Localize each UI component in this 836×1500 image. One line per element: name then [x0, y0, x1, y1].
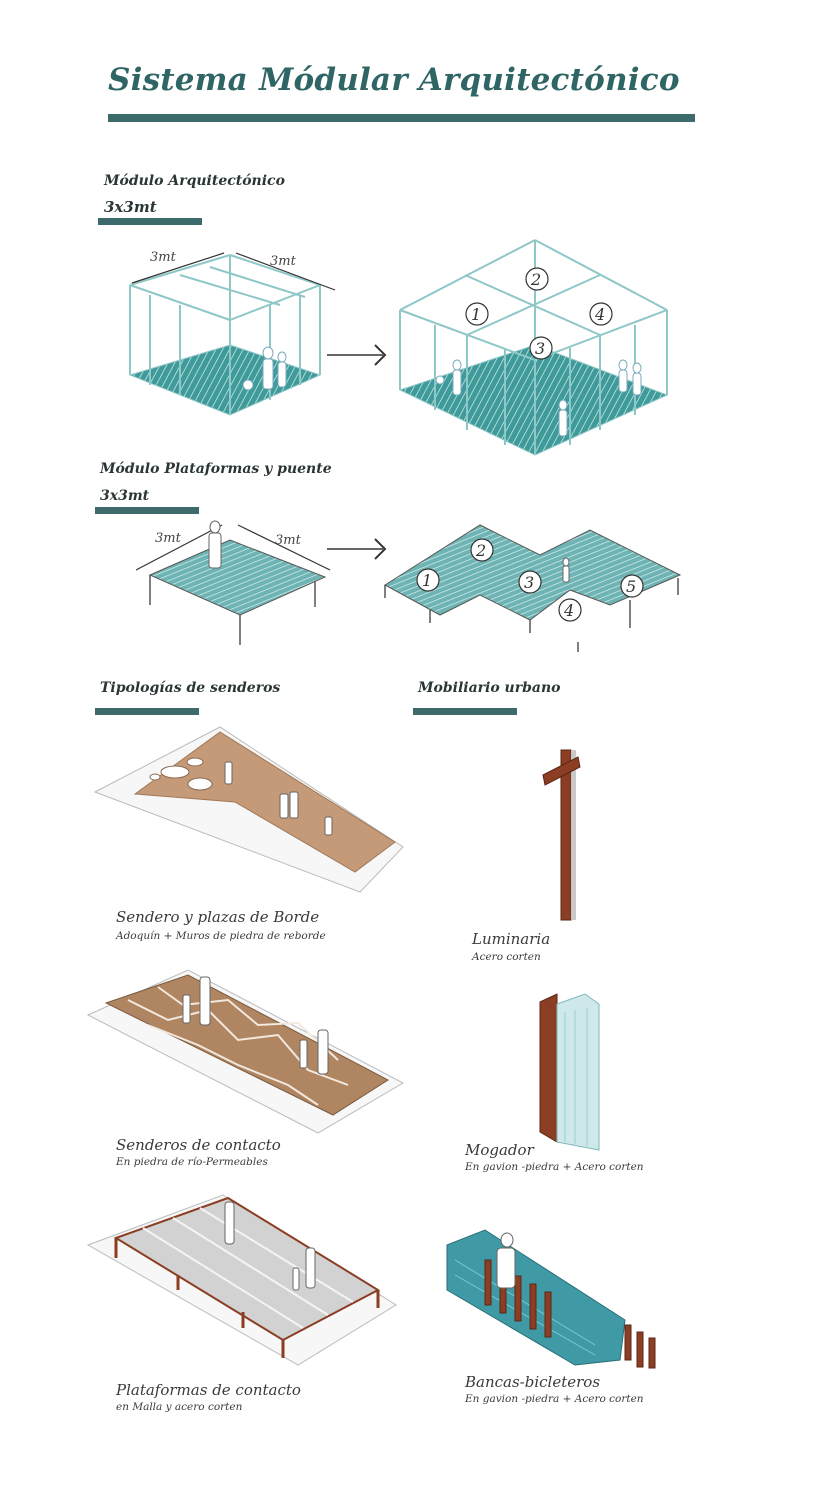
- single-platform-module-diagram: 3mt 3mt: [135, 520, 331, 645]
- mobiliario-name-1: Luminaria: [472, 930, 551, 948]
- tipologia-material-2: En piedra de río-Permeables: [116, 1156, 268, 1168]
- section-heading-mobiliario: Mobiliario urbano: [418, 680, 561, 696]
- platform-number-5: 5: [626, 577, 636, 596]
- sendero-borde-diagram: [93, 726, 404, 893]
- section-rule: [95, 708, 199, 715]
- single-architectural-module-diagram: 3mt 3mt: [128, 250, 336, 416]
- dim-label-b: 3mt: [270, 254, 297, 269]
- tipologia-name-3: Plataformas de contacto: [116, 1381, 301, 1399]
- tipologia-material-1: Adoquín + Muros de piedra de reborde: [116, 930, 326, 942]
- section-rule: [413, 708, 517, 715]
- combined-architectural-modules-diagram: 1 2 3 4: [398, 239, 669, 456]
- people-silhouettes: [182, 976, 329, 1075]
- section-heading-modulo-arquitectonico: Módulo Arquitectónico: [104, 173, 285, 189]
- platform-number-2: 2: [475, 541, 486, 560]
- section-rule: [95, 507, 199, 514]
- platform-number-3: 3: [524, 573, 534, 592]
- tipologia-name-2: Senderos de contacto: [116, 1136, 281, 1154]
- gabion-column: [556, 993, 600, 1151]
- platform-dim-label-b: 3mt: [275, 533, 302, 548]
- river-stone-path: [104, 974, 389, 1116]
- section-heading-modulo-plataformas: Módulo Plataformas y puente: [100, 461, 332, 477]
- mobiliario-material-1: Acero corten: [472, 951, 541, 963]
- platform-number-4: 4: [563, 601, 574, 620]
- section-heading-tipologias: Tipologías de senderos: [100, 680, 281, 696]
- page-title: Sistema Módular Arquitectónico: [108, 62, 680, 98]
- module-number-1: 1: [471, 305, 481, 324]
- person-silhouette: [562, 557, 570, 583]
- module-number-2: 2: [530, 270, 541, 289]
- dim-label-a: 3mt: [150, 250, 177, 265]
- mobiliario-name-2: Mogador: [465, 1141, 534, 1159]
- plataforma-contacto-diagram: [86, 1194, 397, 1366]
- title-underline: [108, 114, 695, 122]
- arrow-icon: [327, 344, 387, 366]
- platform-number-1: 1: [422, 571, 432, 590]
- luminaria-arm: [542, 756, 581, 786]
- section-rule: [98, 218, 202, 225]
- people-silhouettes: [242, 346, 287, 391]
- platform-deck: [148, 539, 327, 616]
- arrow-icon: [327, 538, 387, 560]
- bancas-bicleteros-diagram: [446, 1229, 656, 1369]
- people-silhouettes: [435, 359, 642, 437]
- tipologia-material-3: en Malla y acero corten: [116, 1401, 243, 1413]
- person-silhouette: [496, 1232, 516, 1289]
- platform-size-label: 3x3mt: [100, 488, 150, 504]
- platform-dim-label-a: 3mt: [155, 531, 182, 546]
- mogador-diagram: [539, 993, 600, 1151]
- luminaria-diagram: [542, 749, 581, 921]
- platform-number-markers: [416, 538, 644, 622]
- mobiliario-material-3: En gavion -piedra + Acero corten: [465, 1393, 644, 1405]
- module-number-4: 4: [594, 305, 605, 324]
- tipologia-name-1: Sendero y plazas de Borde: [116, 908, 320, 926]
- corten-panel: [539, 993, 558, 1143]
- people-silhouettes: [224, 1201, 316, 1291]
- person-silhouette: [208, 520, 222, 569]
- module-number-markers: [465, 267, 613, 360]
- module-floor-mesh: [128, 344, 322, 416]
- module-size-label: 3x3mt: [104, 198, 157, 216]
- mobiliario-material-2: En gavion -piedra + Acero corten: [465, 1161, 644, 1173]
- paver-path: [133, 731, 396, 873]
- sendero-contacto-diagram: [86, 969, 405, 1134]
- module-number-3: 3: [535, 339, 545, 358]
- combined-platform-bridge-diagram: 1 2 3 4 5: [384, 524, 682, 652]
- corten-bike-rack-fins: [484, 1259, 656, 1369]
- combined-floor-mesh: [398, 344, 669, 456]
- mobiliario-name-3: Bancas-bicleteros: [465, 1373, 601, 1391]
- people-silhouettes: [224, 761, 333, 836]
